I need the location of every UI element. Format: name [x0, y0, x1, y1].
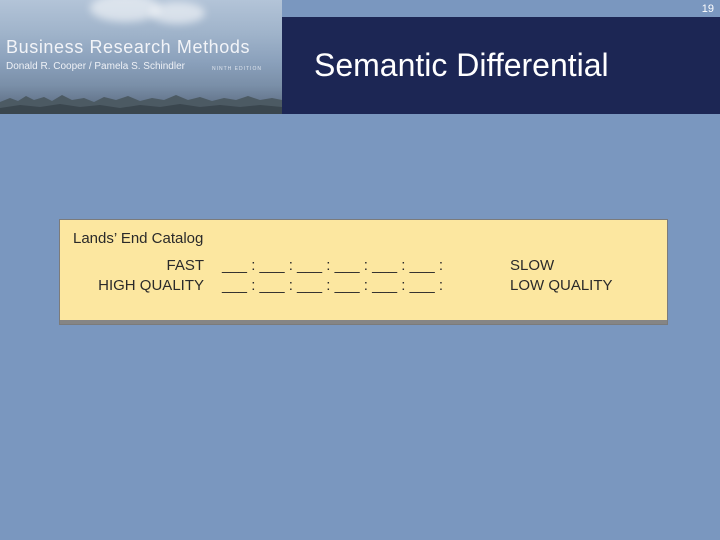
book-title: Business Research Methods [6, 37, 251, 57]
right-anchor-label: SLOW [510, 257, 555, 274]
scale-row: HIGH QUALITY ___ : ___ : ___ : ___ : ___… [60, 277, 667, 297]
page-title: Semantic Differential [314, 47, 609, 83]
cloud-decoration [90, 0, 160, 22]
title-bar: Semantic Differential [282, 17, 720, 114]
book-cover-banner: Business Research Methods Donald R. Coop… [0, 0, 282, 114]
exhibit-bottom-rule [60, 320, 667, 324]
rating-scale: ___ : ___ : ___ : ___ : ___ : ___ : [222, 277, 444, 294]
left-anchor-label: FAST [166, 257, 204, 274]
exhibit-title: Lands’ End Catalog [73, 230, 204, 247]
book-authors: Donald R. Cooper / Pamela S. Schindler [6, 61, 185, 72]
left-anchor-label: HIGH QUALITY [98, 277, 204, 294]
scale-row: FAST ___ : ___ : ___ : ___ : ___ : ___ :… [60, 257, 667, 277]
treeline-graphic [0, 95, 282, 114]
slide-number: 19 [701, 3, 714, 15]
rating-scale: ___ : ___ : ___ : ___ : ___ : ___ : [222, 257, 444, 274]
cloud-decoration [150, 2, 205, 24]
semantic-differential-exhibit: Lands’ End Catalog FAST ___ : ___ : ___ … [59, 219, 668, 325]
right-anchor-label: LOW QUALITY [510, 277, 613, 294]
book-edition: NINTH EDITION [212, 66, 262, 72]
